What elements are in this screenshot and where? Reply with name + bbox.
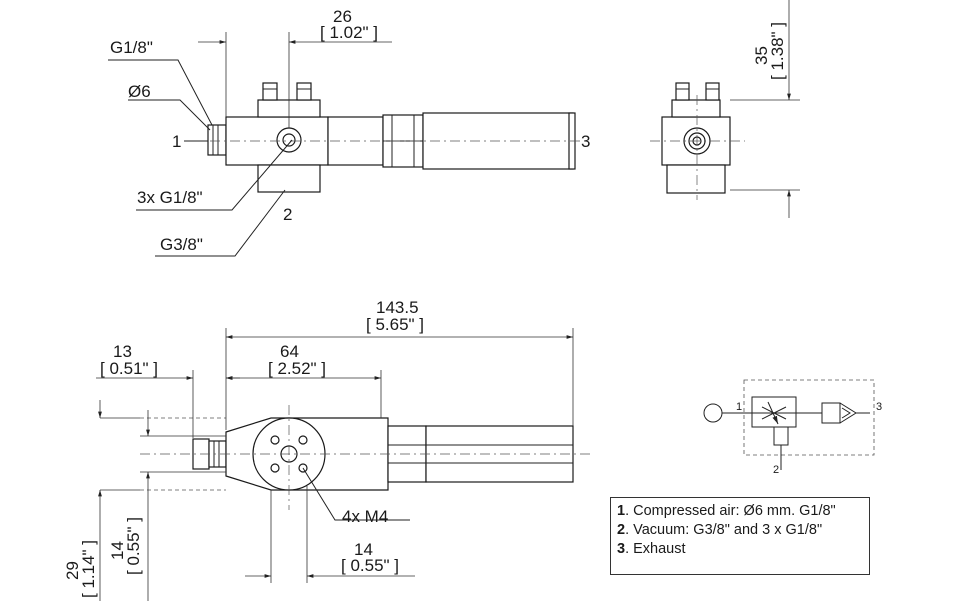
dim-14-side-inch: [ 0.55" ] xyxy=(124,517,143,575)
dim-13-value: 13 xyxy=(113,342,132,361)
port-legend: 1. Compressed air: Ø6 mm. G1/8" 2. Vacuu… xyxy=(610,497,870,575)
dimension-14-bottom xyxy=(245,486,415,583)
bottom-view xyxy=(140,405,590,521)
label-port-2: 2 xyxy=(283,205,292,224)
dim-26-inch: [ 1.02" ] xyxy=(320,23,378,42)
label-port-3: 3 xyxy=(581,132,590,151)
label-port-1: 1 xyxy=(172,132,181,151)
dim-29-value: 29 xyxy=(63,561,82,580)
legend-item: 3. Exhaust xyxy=(617,541,686,557)
symbol-port-2: 2 xyxy=(773,464,779,476)
dim-26-value: 26 xyxy=(333,7,352,26)
dim-143-value: 143.5 xyxy=(376,298,419,317)
dim-14-bottom-inch: [ 0.55" ] xyxy=(341,556,399,575)
dim-14-bottom-value: 14 xyxy=(354,540,373,559)
legend-item: 2. Vacuum: G3/8" and 3 x G1/8" xyxy=(617,522,823,538)
label-4x-m4: 4x M4 xyxy=(342,507,388,526)
dim-35-inch: [ 1.38" ] xyxy=(768,22,787,80)
dim-13-inch: [ 0.51" ] xyxy=(100,359,158,378)
dimension-14-side xyxy=(140,410,226,601)
dimension-26 xyxy=(198,32,392,128)
symbol-port-1: 1 xyxy=(736,401,742,413)
dim-14-side-value: 14 xyxy=(108,541,127,560)
dim-35-value: 35 xyxy=(752,46,771,65)
label-dia6: Ø6 xyxy=(128,82,151,101)
dim-64-value: 64 xyxy=(280,342,299,361)
dim-64-inch: [ 2.52" ] xyxy=(268,359,326,378)
dimension-29 xyxy=(98,400,140,601)
dimension-64 xyxy=(226,370,382,418)
dim-143-inch: [ 5.65" ] xyxy=(366,315,424,334)
side-view xyxy=(650,0,800,218)
label-g18-top: G1/8" xyxy=(110,38,153,57)
dimension-13 xyxy=(96,370,240,438)
dimension-143-5 xyxy=(225,328,574,430)
legend-item: 1. Compressed air: Ø6 mm. G1/8" xyxy=(617,503,836,519)
label-g38: G3/8" xyxy=(160,235,203,254)
symbol-port-3: 3 xyxy=(876,401,882,413)
top-view xyxy=(108,59,590,257)
label-3x-g18: 3x G1/8" xyxy=(137,188,203,207)
dim-29-inch: [ 1.14" ] xyxy=(79,540,98,598)
pneumatic-symbol xyxy=(703,379,875,470)
